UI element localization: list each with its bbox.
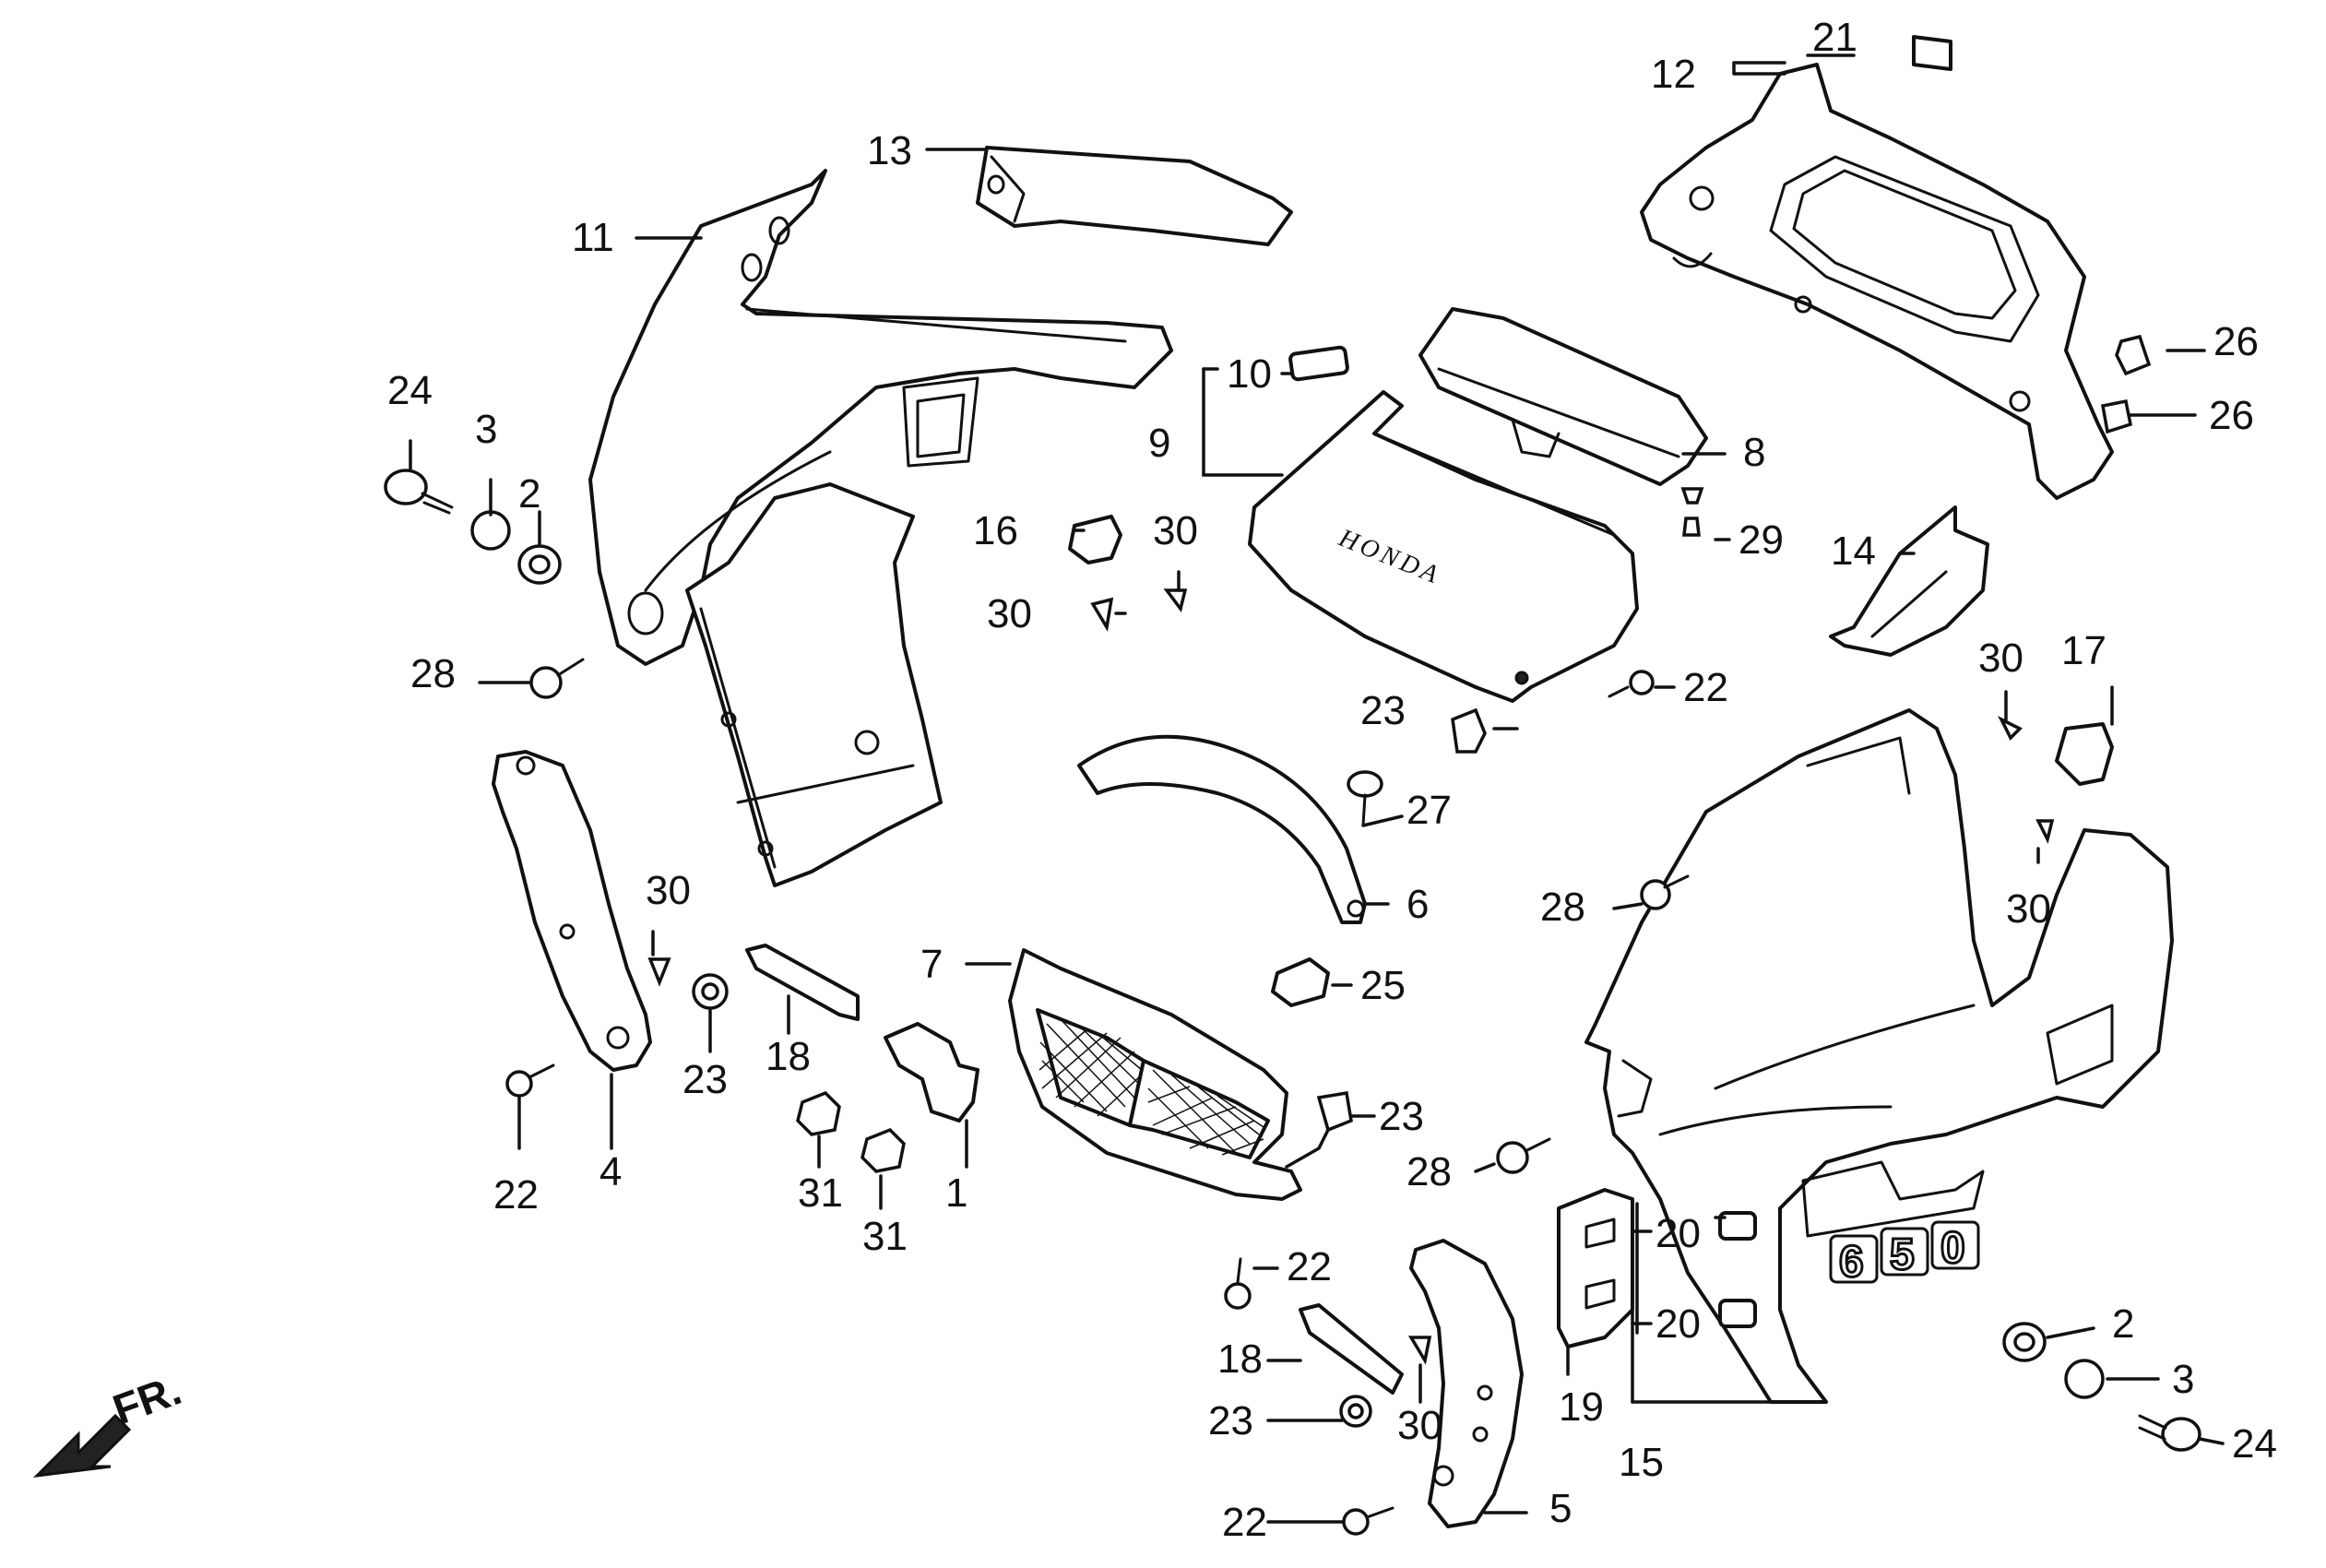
- callout-11: 11: [572, 215, 614, 260]
- callout-17: 17: [2061, 628, 2106, 673]
- callout-3-right: 3: [2172, 1357, 2194, 1402]
- model-badge-digit-3: 0: [1940, 1224, 1965, 1273]
- part-upper-right-inner-frame: [1640, 63, 2114, 500]
- part-access-cover-plate: [1557, 1188, 1634, 1348]
- part-right-side-bracket: [1409, 1239, 1524, 1528]
- callout-28-left: 28: [410, 651, 456, 696]
- callout-30-right-top: 30: [1978, 636, 2023, 681]
- callout-23-center: 23: [1360, 688, 1406, 733]
- callout-28-right: 28: [1540, 885, 1585, 930]
- callout-31-lower: 31: [862, 1214, 908, 1259]
- callout-9: 9: [1148, 421, 1170, 466]
- part-rubber-pad-upper: [1718, 1211, 1757, 1241]
- callout-23-bottom: 23: [1208, 1398, 1253, 1443]
- callout-13: 13: [867, 128, 912, 173]
- callout-25: 25: [1360, 963, 1406, 1008]
- callout-21: 21: [1812, 15, 1857, 60]
- callout-23-right: 23: [1379, 1094, 1424, 1139]
- callout-4: 4: [599, 1149, 622, 1194]
- callout-27: 27: [1406, 788, 1452, 833]
- callout-8: 8: [1743, 430, 1765, 475]
- callout-26-lower: 26: [2209, 393, 2254, 438]
- callout-24-left: 24: [387, 368, 433, 413]
- callout-31-upper: 31: [798, 1170, 843, 1216]
- part-top-trim-strip: [976, 146, 1293, 246]
- callout-3-left: 3: [475, 407, 497, 452]
- part-rubber-pad-lower: [1718, 1299, 1757, 1328]
- callout-6: 6: [1406, 882, 1429, 927]
- model-badge-digit-2: 5: [1890, 1230, 1915, 1279]
- callout-18-left: 18: [765, 1034, 811, 1079]
- callout-23-left: 23: [682, 1057, 728, 1102]
- callout-12: 12: [1651, 52, 1696, 97]
- part-meter-visor: [1418, 307, 1708, 486]
- part-right-main-fairing: 6 5 0: [1584, 708, 2174, 1404]
- arrow-down-left-icon: [32, 1413, 132, 1479]
- callout-1: 1: [945, 1170, 967, 1216]
- part-left-side-bracket: [492, 750, 652, 1072]
- callout-30-right-mid: 30: [2006, 886, 2051, 932]
- callout-30-left: 30: [646, 868, 691, 913]
- callout-5: 5: [1549, 1486, 1572, 1531]
- callout-19: 19: [1559, 1384, 1604, 1430]
- callout-20-lower: 20: [1655, 1301, 1701, 1347]
- front-direction-indicator: FR.: [32, 1365, 187, 1479]
- leader-lines: [409, 53, 2225, 1524]
- part-front-mesh-grille: [1008, 948, 1302, 1201]
- callout-24-right: 24: [2232, 1421, 2277, 1467]
- callout-22-left: 22: [493, 1172, 539, 1218]
- callout-10: 10: [1227, 351, 1272, 397]
- part-center-meter-panel: HONDA: [1248, 390, 1639, 703]
- part-small-pad: [1288, 345, 1349, 382]
- callout-14: 14: [1831, 529, 1876, 574]
- callout-15: 15: [1619, 1440, 1664, 1485]
- callout-labels: 1 2 2 3 3 4 5 6 7 8 9 10 11 12 13 14 15 …: [387, 15, 2277, 1545]
- part-upper-left-fairing-frame: [588, 169, 1173, 666]
- part-curved-inner-trim: [1077, 734, 1367, 924]
- callout-30-bottom: 30: [1397, 1403, 1442, 1448]
- callout-16: 16: [973, 508, 1018, 553]
- callout-18-bottom: 18: [1217, 1336, 1263, 1382]
- callout-30-upper-right: 30: [1153, 508, 1198, 553]
- part-left-inner-panel: [685, 482, 943, 887]
- callout-20-upper: 20: [1655, 1211, 1701, 1256]
- direction-label: FR.: [107, 1365, 187, 1433]
- part-label-sticker: [1912, 35, 1952, 71]
- part-small-curved-bracket: [1829, 505, 1989, 657]
- hardware-fasteners: [384, 334, 2201, 1536]
- model-badge-digit-1: 6: [1839, 1238, 1864, 1287]
- callout-22-bottom-upper: 22: [1287, 1244, 1332, 1289]
- callout-28-center: 28: [1406, 1149, 1452, 1194]
- callout-2-right: 2: [2112, 1301, 2134, 1347]
- callout-7: 7: [920, 942, 943, 987]
- callout-29: 29: [1739, 517, 1784, 563]
- callout-22-bottom-lower: 22: [1222, 1500, 1267, 1545]
- callout-22-center: 22: [1683, 665, 1728, 710]
- callout-2-left: 2: [518, 471, 540, 517]
- callout-30-upper-left: 30: [987, 591, 1032, 636]
- callout-26-upper: 26: [2213, 319, 2259, 364]
